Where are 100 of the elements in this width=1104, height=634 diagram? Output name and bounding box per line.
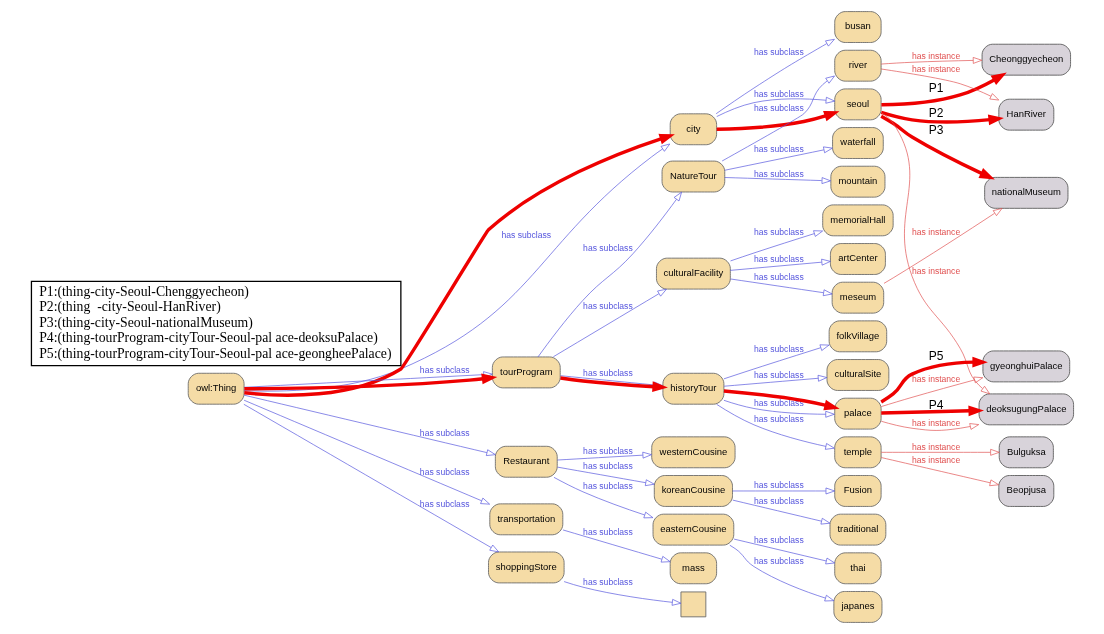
arrow xyxy=(880,457,999,487)
node-box: Fusion xyxy=(833,475,882,507)
edge-label: has subclass xyxy=(501,230,551,241)
node-box: NatureTour xyxy=(661,160,725,193)
edge-label: has subclass xyxy=(419,427,469,438)
edge-label: has subclass xyxy=(753,480,804,491)
edge-label: has subclass xyxy=(753,103,804,114)
arrow xyxy=(728,544,834,602)
edge-label: P5 xyxy=(928,348,943,363)
node-box: tourProgram xyxy=(491,356,561,389)
edge-label: P4 xyxy=(928,397,943,412)
edge-label: has subclass xyxy=(753,168,804,179)
arrow xyxy=(879,356,988,404)
arrow xyxy=(880,405,984,417)
node-box: mountain xyxy=(829,165,885,198)
edge-label: has subclass xyxy=(753,534,804,545)
node-box: japanes xyxy=(832,591,882,623)
node-box: meseum xyxy=(831,281,884,314)
edge-label: has subclass xyxy=(582,446,633,457)
node-box: city xyxy=(669,113,717,146)
arrow xyxy=(552,288,667,358)
node-box: Beopjusa xyxy=(997,475,1054,507)
arrow xyxy=(715,96,835,117)
arrow xyxy=(729,230,823,262)
arrow xyxy=(880,448,1000,456)
edge-label: has subclass xyxy=(753,343,804,354)
node-box: westernCousine xyxy=(650,436,735,469)
arrow xyxy=(724,177,831,184)
edge-label: has subclass xyxy=(582,367,633,378)
node-box: easternCousine xyxy=(652,513,734,546)
node-box: memorialHall xyxy=(821,204,894,237)
edge-label: has instance xyxy=(911,50,960,61)
edge-label: has subclass xyxy=(582,300,633,311)
arrow xyxy=(880,376,983,407)
arrow xyxy=(537,191,682,358)
node-box: Cheonggyecheon xyxy=(981,43,1071,76)
edge-label: has subclass xyxy=(419,499,469,510)
node-box: river xyxy=(833,49,882,82)
node-box: P1:(thing-city-Seoul-Chenggyecheon) P2:(thing -city-Seoul-HanRiver) P3:(thing-city-Seoul-nationalMuseum) P4:(thing-tourProgram-cityTour-Seoul-pal ace-deoksuPalace) P5:(thing-tourProgram-cityTour-Seoul-pal ace-geongheePalace) xyxy=(30,280,401,367)
edge-label: has subclass xyxy=(753,226,804,237)
node-box: gyeonghuiPalace xyxy=(982,350,1070,383)
arrow xyxy=(724,146,833,171)
edge-label: P3 xyxy=(928,122,943,137)
edge-label: has subclass xyxy=(753,88,804,99)
node-box: palace xyxy=(833,397,882,430)
edge-label: P2 xyxy=(928,105,943,120)
node-box: mass xyxy=(669,552,717,585)
arrow xyxy=(880,68,999,101)
arrow xyxy=(729,258,831,271)
edge-label: has subclass xyxy=(582,576,633,587)
arrow xyxy=(880,72,1007,107)
edge-label: has subclass xyxy=(753,272,804,283)
edge-label: has subclass xyxy=(582,481,633,492)
arrow xyxy=(879,114,995,180)
edge-label: has subclass xyxy=(753,397,804,408)
arrow xyxy=(563,581,681,606)
node-box: seoul xyxy=(833,88,882,121)
arrow xyxy=(723,374,827,387)
node-box: owl:Thing xyxy=(187,372,244,405)
arrow xyxy=(559,375,663,389)
node-box: busan xyxy=(833,11,882,43)
edge-label: has instance xyxy=(911,441,960,452)
arrow xyxy=(556,466,655,486)
edge-label: has subclass xyxy=(753,495,804,506)
node-box: culturalSite xyxy=(826,359,889,391)
arrow xyxy=(729,278,832,297)
edge-label: has subclass xyxy=(753,369,804,380)
arrow xyxy=(733,538,835,565)
arrow xyxy=(880,110,1004,126)
arrow xyxy=(883,208,1002,284)
node-box: deoksugungPalace xyxy=(978,393,1074,426)
arrow xyxy=(880,112,990,395)
edge-label: has subclass xyxy=(753,414,804,425)
edge-label: has subclass xyxy=(582,461,633,472)
edge-label: has instance xyxy=(911,226,960,237)
arrow xyxy=(880,57,982,65)
arrow xyxy=(715,404,835,450)
edge-label: has subclass xyxy=(753,144,804,155)
arrow xyxy=(243,403,499,553)
edge-label: has subclass xyxy=(753,556,804,566)
edge-label: has subclass xyxy=(419,466,469,477)
edge-label: has instance xyxy=(911,417,960,428)
node-box xyxy=(680,591,706,618)
node-box: shoppingStore xyxy=(487,551,565,584)
edge-label: has subclass xyxy=(753,46,804,57)
edge-label: has instance xyxy=(911,454,960,465)
node-box: historyTour xyxy=(661,372,724,405)
edge-label: has subclass xyxy=(582,243,633,254)
arrow xyxy=(243,394,496,456)
edge-label: has instance xyxy=(911,63,960,74)
arrow xyxy=(723,344,829,380)
edge-label: has instance xyxy=(911,373,960,384)
arrow xyxy=(723,389,840,411)
arrow xyxy=(880,420,979,431)
node-box: folkVillage xyxy=(828,320,887,353)
node-box: artCenter xyxy=(829,243,886,275)
arrow xyxy=(732,499,830,525)
node-box: traditional xyxy=(829,513,886,546)
arrow xyxy=(556,451,652,461)
arrow xyxy=(723,399,835,418)
